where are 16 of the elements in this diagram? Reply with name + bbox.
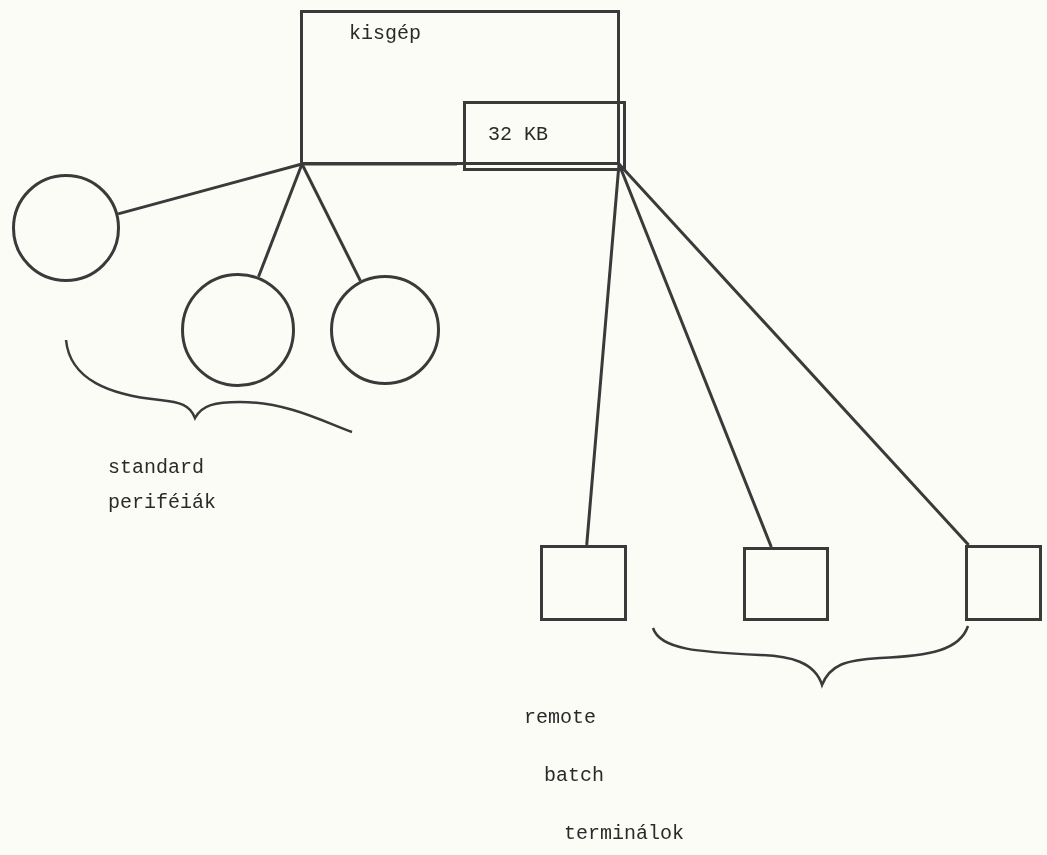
connector-line (617, 163, 773, 548)
connector-line (117, 162, 303, 216)
terminal-square (965, 545, 1042, 621)
box-label: 32 KB (488, 122, 548, 148)
connector-line (585, 163, 621, 546)
annotation-text: remote (524, 705, 596, 731)
terminal-square (540, 545, 627, 621)
connector-line (300, 163, 362, 282)
terminal-square (743, 547, 829, 621)
box-label: kisgép (349, 21, 421, 47)
connector-line (257, 163, 304, 278)
annotation-text: batch (544, 763, 604, 789)
memory-box (463, 101, 626, 171)
connector-line (617, 163, 970, 546)
annotation-text: standard periféiák (108, 455, 218, 516)
annotation-text: terminálok (564, 821, 685, 847)
